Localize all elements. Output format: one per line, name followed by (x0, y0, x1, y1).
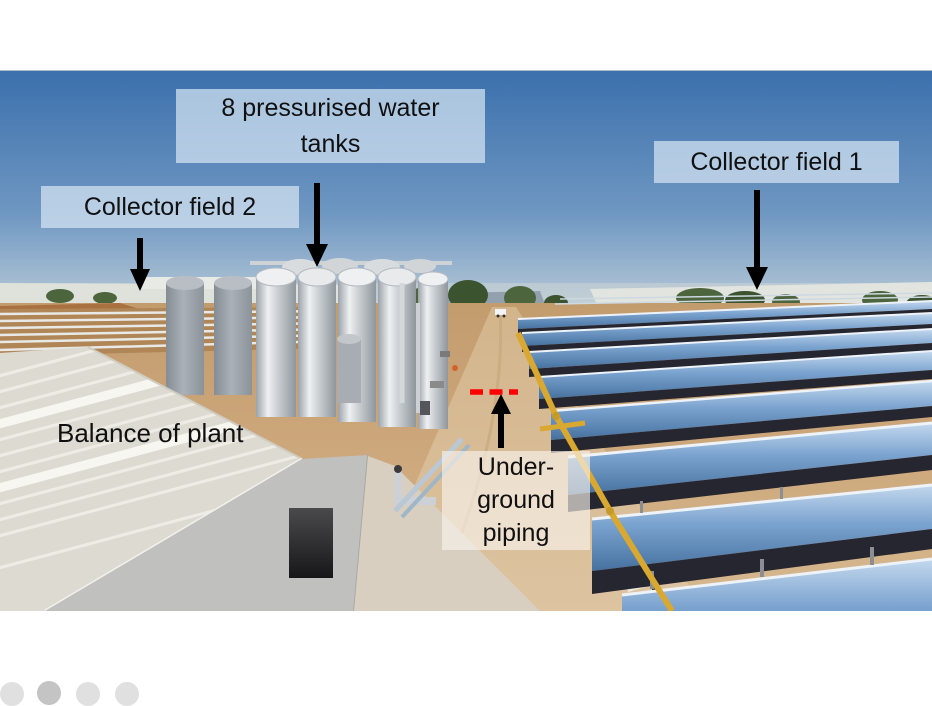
circle-button-3-icon[interactable] (76, 682, 100, 706)
label-collector-field-1: Collector field 1 (654, 141, 899, 183)
label-line: Balance of plant (57, 418, 244, 448)
label-line: tanks (300, 130, 361, 158)
label-line: ground (477, 486, 555, 514)
collector-field-1-rows (517, 300, 932, 611)
plant-aerial-photo (0, 70, 932, 611)
label-collector-field-2: Collector field 2 (41, 186, 299, 228)
plant-photo-art (0, 71, 932, 611)
label-pressurised-water-tanks: 8 pressurised water tanks (176, 89, 485, 163)
label-balance-of-plant: Balance of plant (57, 416, 317, 452)
label-underground-piping: Under- ground piping (442, 451, 590, 550)
circle-button-1-icon[interactable] (0, 682, 24, 706)
circle-button-2-icon[interactable] (37, 681, 61, 705)
circle-button-4-icon[interactable] (115, 682, 139, 706)
pressurised-water-tanks-art (166, 258, 452, 429)
label-line: Collector field 2 (83, 193, 257, 221)
label-line: piping (482, 519, 550, 547)
label-line: 8 pressurised water (221, 94, 440, 122)
label-line: Under- (477, 453, 555, 481)
label-line: Collector field 1 (690, 148, 863, 176)
